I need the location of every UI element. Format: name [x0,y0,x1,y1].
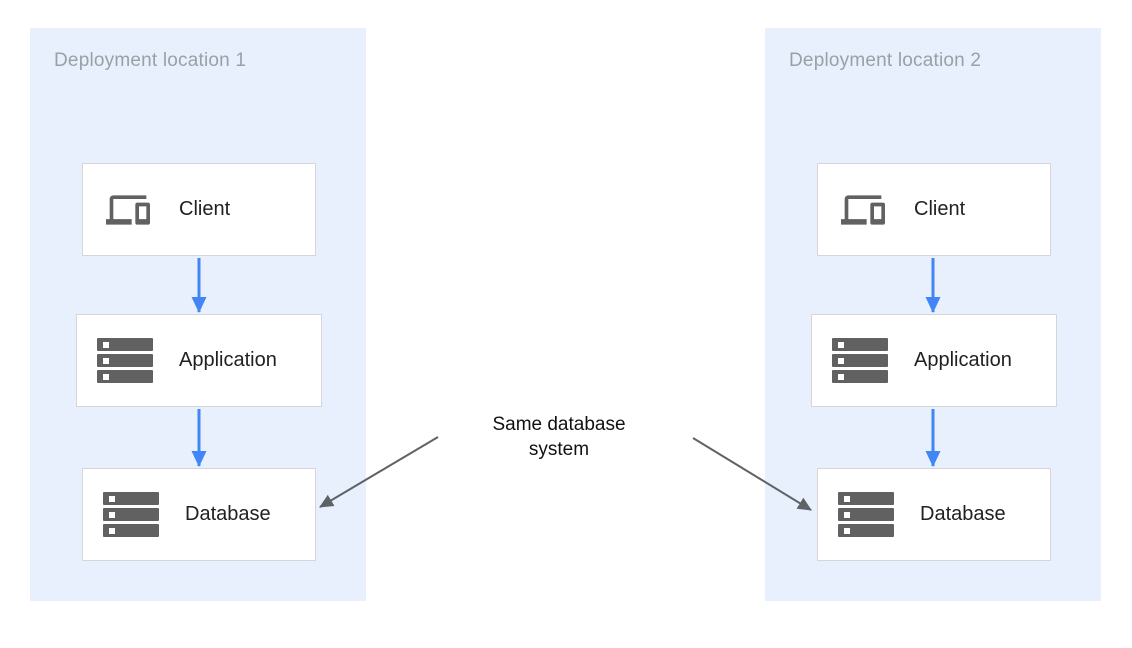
deployment-panel-1: Deployment location 1 Client [30,28,366,601]
node-label: Database [920,503,1006,525]
server-stack-icon [838,492,894,537]
same-database-annotation: Same database system [492,414,626,460]
node-label: Application [914,349,1012,371]
node-database-1: Database [82,468,316,561]
node-label: Database [185,503,271,525]
server-stack-icon [832,338,888,383]
node-client-2: Client [817,163,1051,256]
panel-title-1: Deployment location 1 [54,50,247,71]
devices-icon [838,188,888,232]
devices-icon [103,188,153,232]
deployment-panel-2: Deployment location 2 Client [765,28,1101,601]
server-stack-icon [97,338,153,383]
node-client-1: Client [82,163,316,256]
node-label: Application [179,349,277,371]
node-label: Client [914,198,966,220]
node-application-1: Application [76,314,322,407]
panel-title-2: Deployment location 2 [789,50,982,71]
server-stack-icon [103,492,159,537]
node-application-2: Application [811,314,1057,407]
node-database-2: Database [817,468,1051,561]
node-label: Client [179,198,231,220]
